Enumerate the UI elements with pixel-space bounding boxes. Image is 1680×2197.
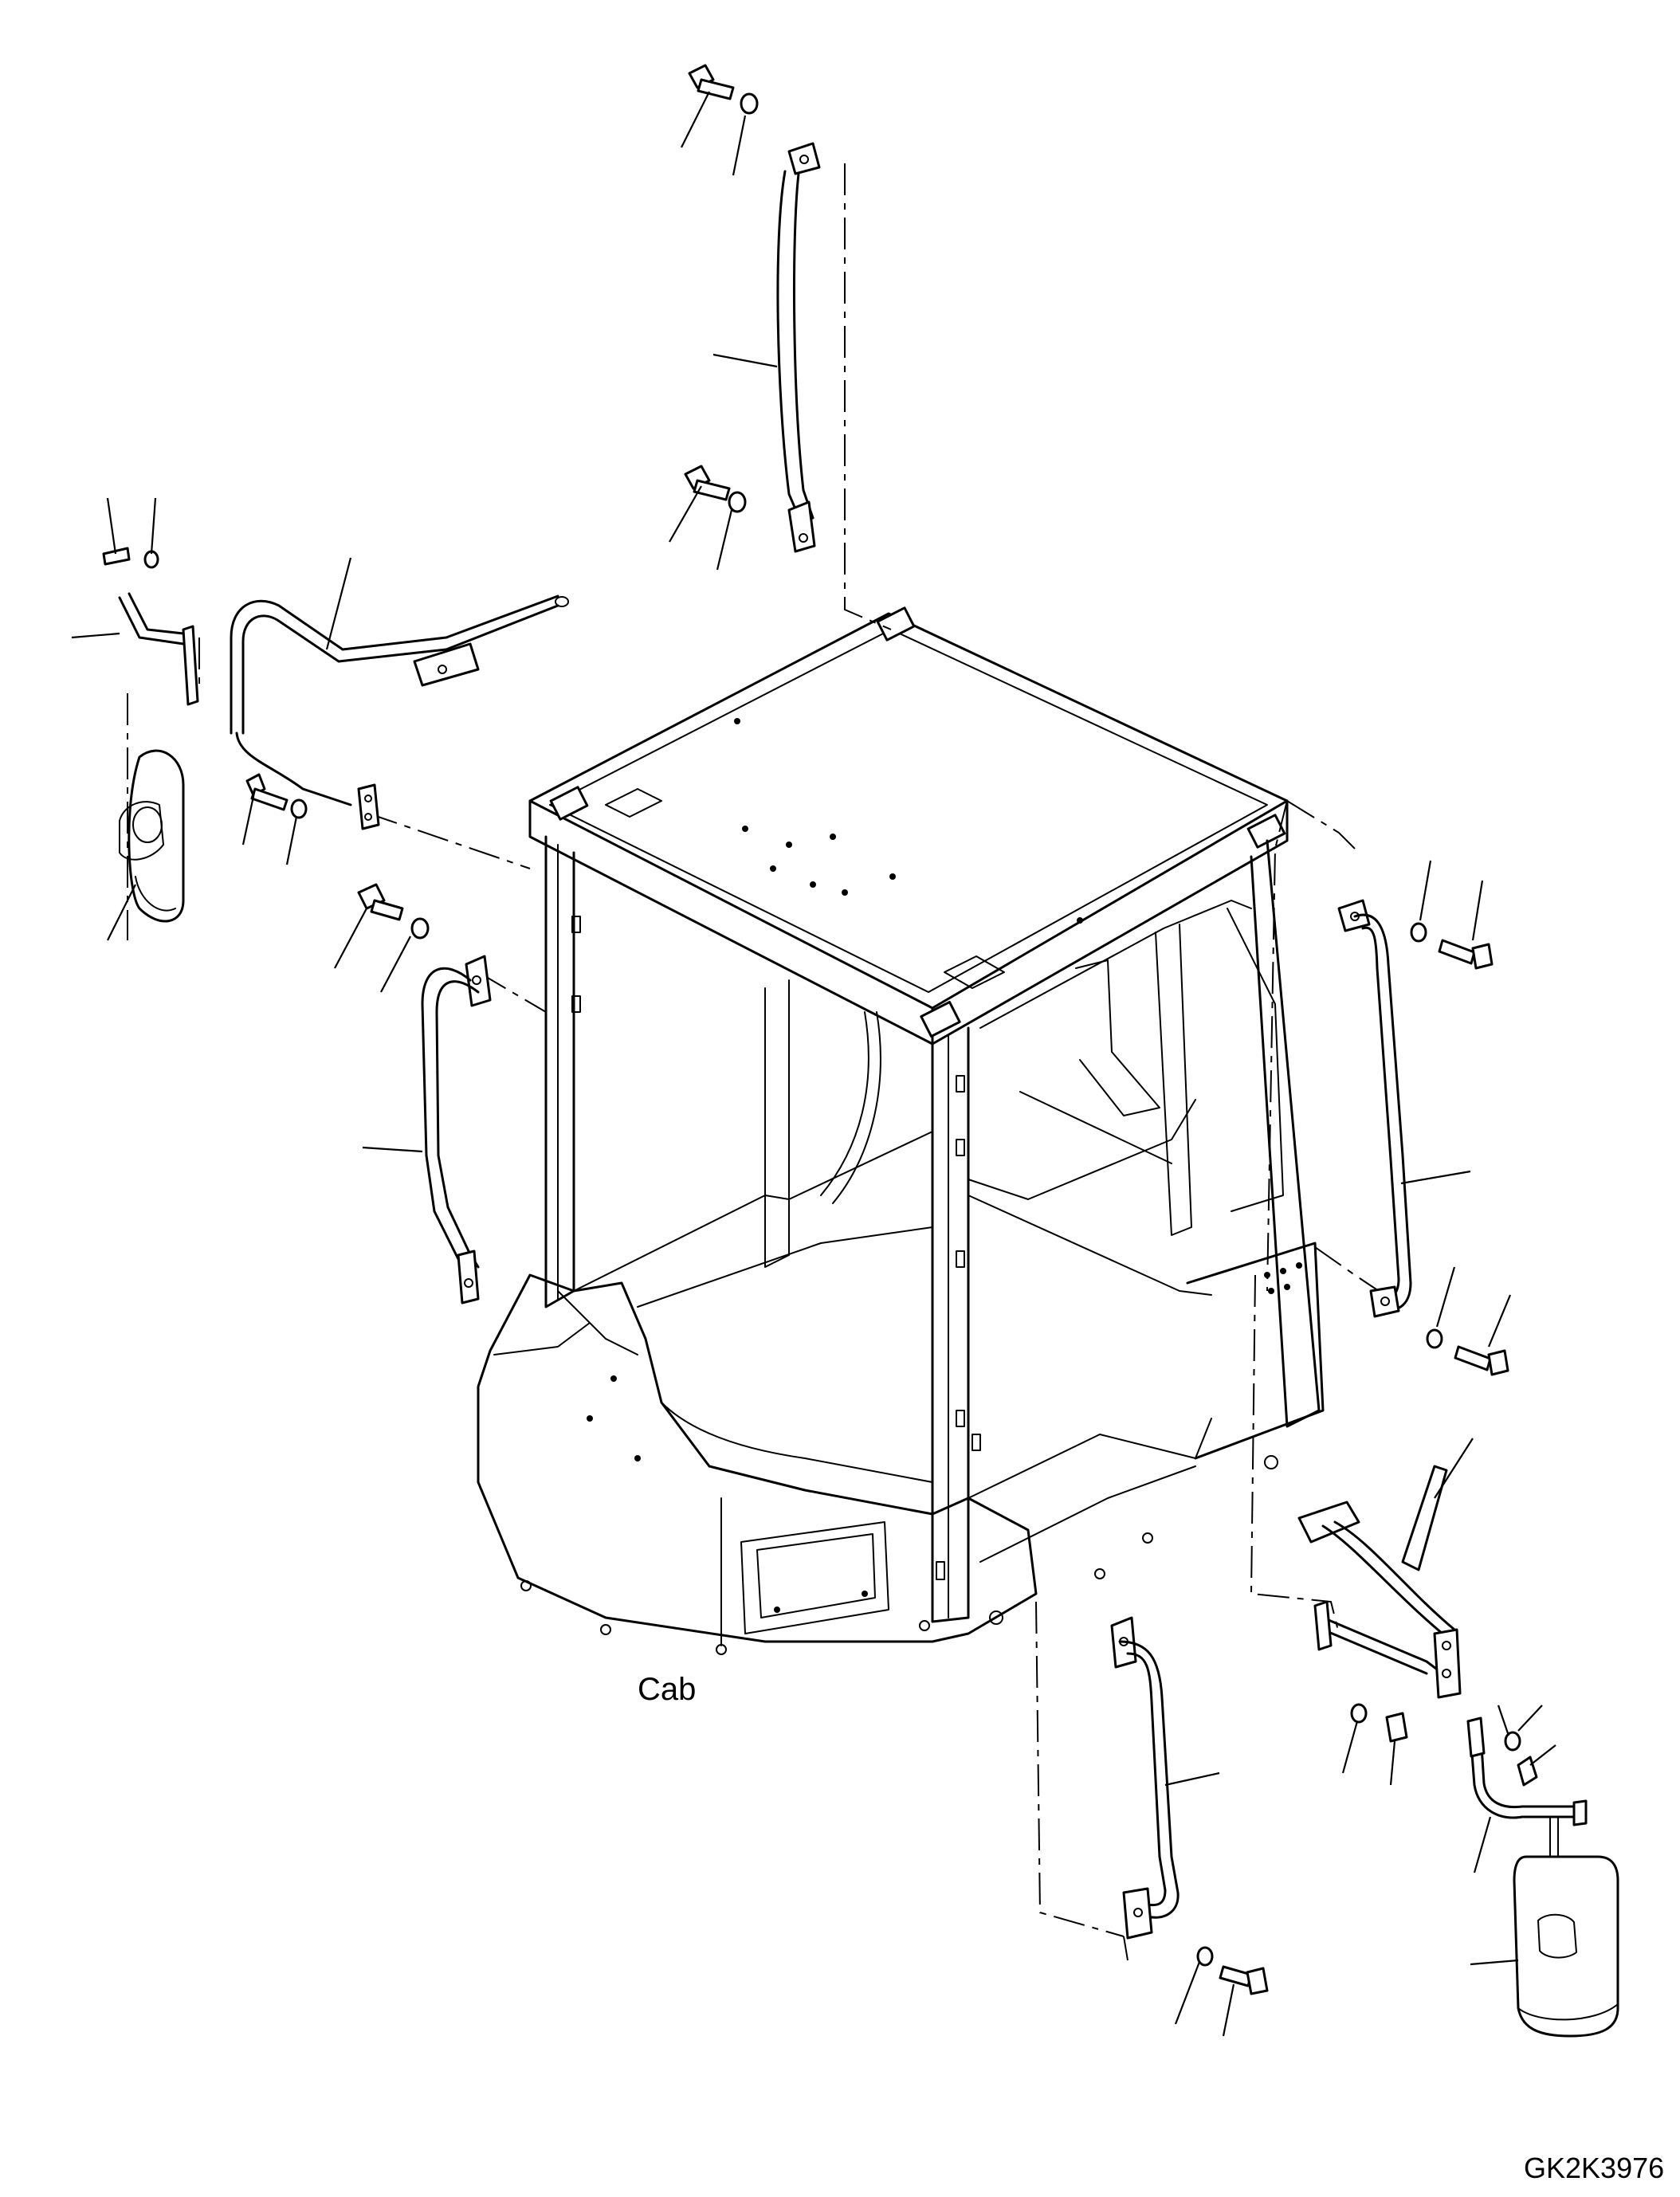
left-mirror	[119, 749, 185, 923]
drawing-code: GK2K3976	[1524, 2152, 1665, 2184]
right-mirror	[1513, 1855, 1619, 2038]
right-lower-mirror-stay	[1297, 1465, 1588, 1858]
cab-label: Cab	[638, 1672, 697, 1707]
top-handrail	[776, 142, 821, 553]
assembly-lines	[127, 163, 1380, 1961]
left-front-handrail	[357, 883, 492, 1304]
front-lower-handrail	[1110, 1616, 1269, 1995]
left-upper-mirror-stay	[102, 547, 569, 830]
cab-frame	[477, 606, 1325, 1655]
right-rear-handrail	[1337, 899, 1509, 1376]
top-bolts	[684, 64, 759, 513]
leader-lines	[71, 91, 1556, 2037]
